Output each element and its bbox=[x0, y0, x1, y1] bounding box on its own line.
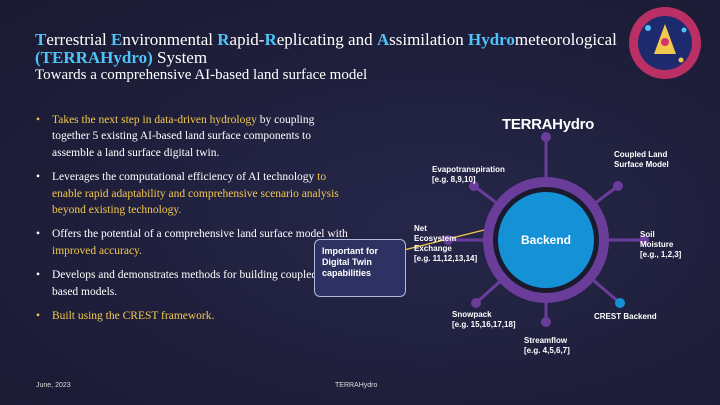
label-streamflow: Streamflow[e.g. 4,5,6,7] bbox=[524, 336, 570, 355]
label-snowpack: Snowpack[e.g. 15,16,17,18] bbox=[452, 310, 516, 329]
node-evapotranspiration bbox=[469, 181, 479, 191]
highlighted-text: improved accuracy. bbox=[52, 244, 142, 257]
node-crest-backend bbox=[615, 298, 625, 308]
footer-title: TERRAHydro bbox=[335, 382, 378, 389]
callout-digital-twin: Important for Digital Twin capabilities bbox=[314, 239, 406, 297]
highlighted-text: Built using the CREST framework. bbox=[52, 310, 215, 323]
bullet-list: • Takes the next step in data-driven hydr… bbox=[30, 112, 350, 332]
node-snowpack bbox=[471, 298, 481, 308]
bullet-dot-icon: • bbox=[36, 310, 41, 323]
bullet-text: by coupling together 5 existing AI-based… bbox=[52, 114, 315, 159]
title-fragment: ssimilation bbox=[389, 30, 468, 49]
title-fragment: Hydro bbox=[467, 30, 515, 49]
bullet-text: Leverages the computational efficiency o… bbox=[52, 171, 318, 184]
bullet-item: • Leverages the computational efficiency … bbox=[30, 169, 350, 218]
highlighted-text: Takes the next step in data-driven hydro… bbox=[52, 114, 257, 126]
label-crest-backend: CREST Backend bbox=[594, 312, 657, 321]
title-fragment: T bbox=[35, 30, 47, 49]
bullet-item: • Takes the next step in data-driven hydr… bbox=[30, 112, 350, 161]
logo-icon bbox=[629, 7, 701, 79]
title-fragment: nvironmental bbox=[122, 30, 218, 49]
title-fragment: R bbox=[217, 30, 230, 49]
satellite-nodes bbox=[443, 132, 649, 327]
node-streamflow bbox=[541, 317, 551, 327]
title-fragment: meteorological bbox=[514, 30, 617, 49]
title-fragment: errestrial bbox=[46, 30, 111, 49]
diagram-title: TERRAHydro bbox=[502, 116, 595, 133]
bullet-text: Develops and demonstrates methods for bu… bbox=[52, 269, 336, 298]
node-soil-moisture bbox=[639, 235, 649, 245]
bullet-dot-icon: • bbox=[36, 171, 41, 184]
bullet-dot-icon: • bbox=[36, 228, 41, 241]
slide-subtitle: Towards a comprehensive AI-based land su… bbox=[35, 67, 368, 83]
bullet-item: • Built using the CREST framework. bbox=[30, 308, 350, 324]
slide-title: Terrestrial Environmental Rapid-Replicat… bbox=[35, 31, 675, 67]
footer-date: June, 2023 bbox=[36, 382, 71, 389]
highlighted-text: to enable rapid adaptability and compreh… bbox=[52, 171, 339, 217]
title-fragment: R bbox=[264, 30, 277, 49]
node-coupled bbox=[613, 181, 623, 191]
title-fragment: E bbox=[111, 30, 123, 49]
title-acronym: (TERRAHydro) bbox=[35, 48, 153, 67]
title-fragment: apid- bbox=[229, 30, 265, 49]
title-fragment: A bbox=[376, 30, 390, 49]
bullet-item: • Develops and demonstrates methods for b… bbox=[30, 267, 350, 300]
node-net-ecosystem bbox=[443, 235, 453, 245]
bullet-dot-icon: • bbox=[36, 114, 41, 126]
title-line-1: Terrestrial Environmental Rapid-Replicat… bbox=[35, 30, 617, 49]
backend-core bbox=[498, 192, 594, 288]
node-top bbox=[541, 132, 551, 142]
label-evapotranspiration: Evapotranspiration[e.g. 8,9,10] bbox=[432, 165, 505, 184]
bullet-dot-icon: • bbox=[36, 269, 41, 282]
title-system: System bbox=[152, 48, 208, 67]
title-fragment: eplicating and bbox=[276, 30, 377, 49]
bullet-text: Offers the potential of a comprehensive … bbox=[52, 228, 348, 241]
backend-label: Backend bbox=[521, 233, 571, 247]
bullet-item: • Offers the potential of a comprehensive… bbox=[30, 226, 350, 259]
